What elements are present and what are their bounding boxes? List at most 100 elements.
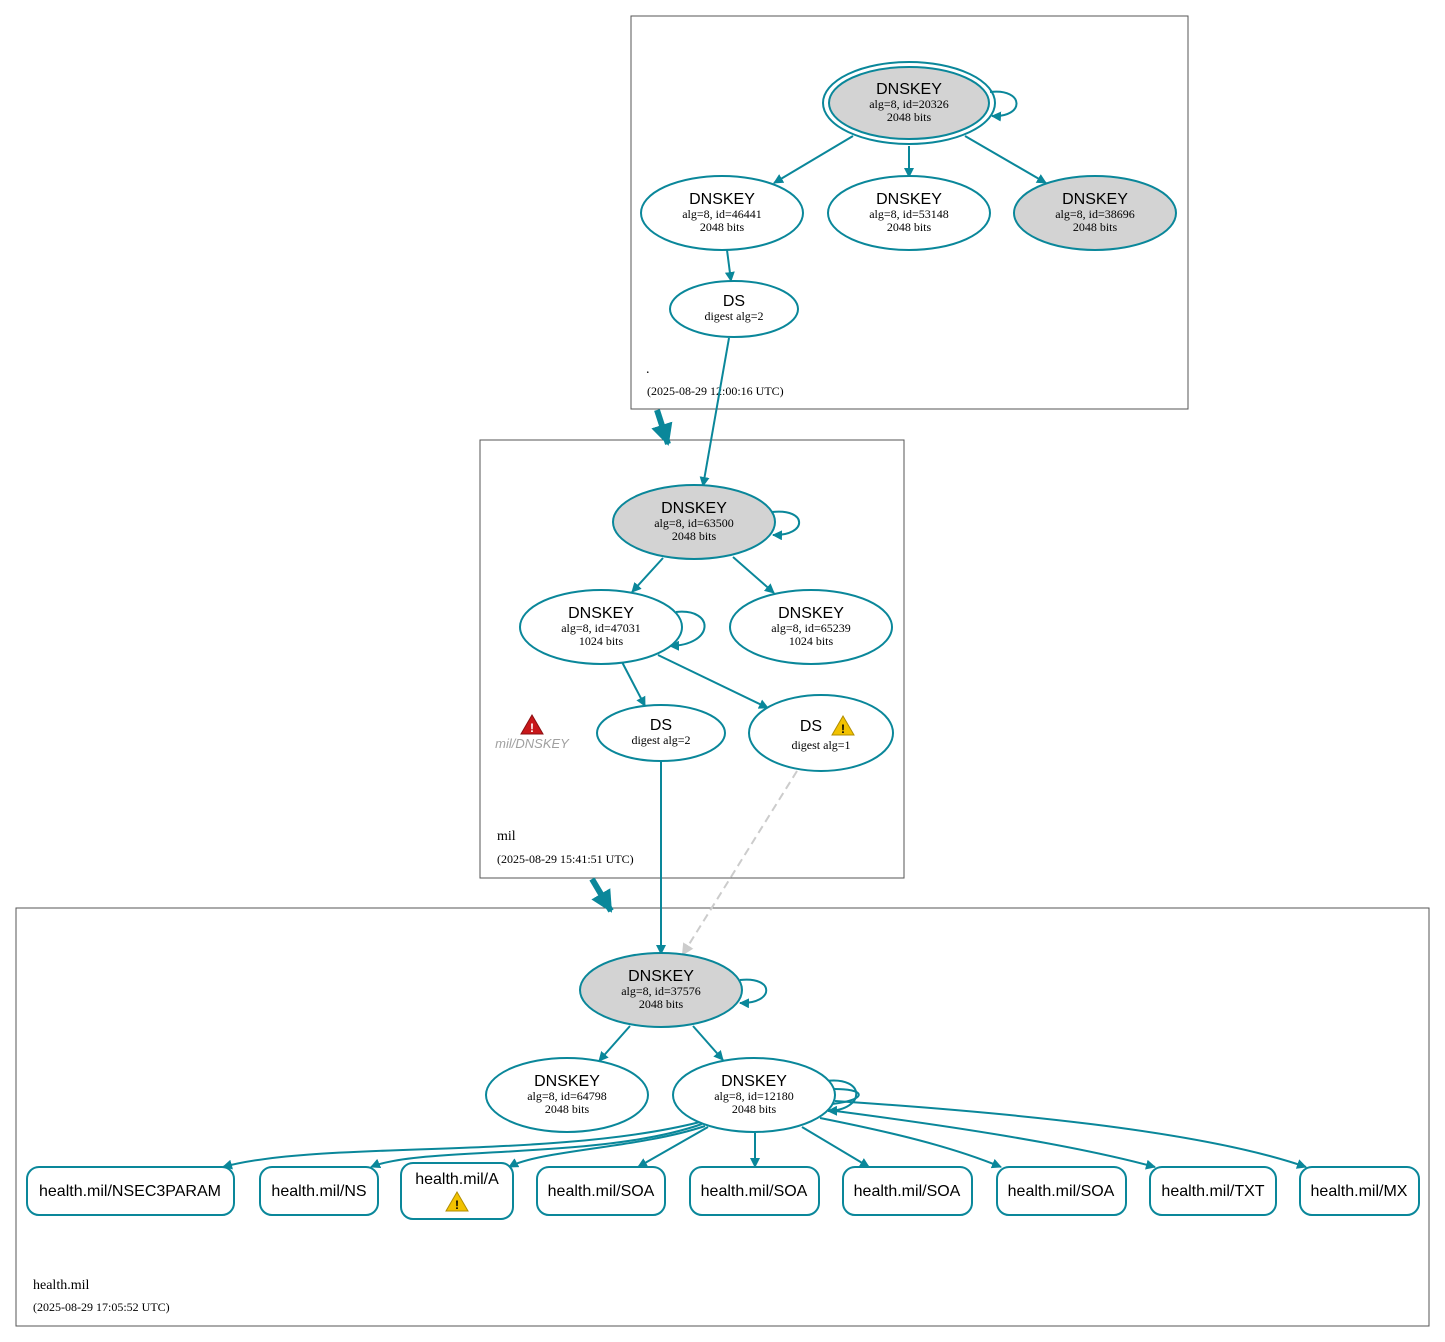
- dnskey-size: 1024 bits: [579, 634, 624, 648]
- svg-text:!: !: [530, 721, 534, 735]
- edge-self-k47031: [669, 610, 706, 651]
- dnskey-id: alg=8, id=20326: [869, 97, 949, 111]
- rrset-label: health.mil/NS: [271, 1183, 366, 1200]
- rrset-node-nsec3param[interactable]: health.mil/NSEC3PARAM: [26, 1166, 235, 1216]
- dnskey-id: alg=8, id=46441: [682, 207, 762, 221]
- warning-icon: !: [445, 1191, 469, 1212]
- rrset-label: health.mil/SOA: [1008, 1183, 1115, 1200]
- dnskey-title: DNSKEY: [689, 191, 755, 208]
- dnskey-id: alg=8, id=47031: [561, 621, 641, 635]
- dnskey-title: DNSKEY: [876, 81, 942, 98]
- error-label: mil/DNSKEY: [495, 736, 570, 751]
- zone-health-time: (2025-08-29 17:05:52 UTC): [33, 1300, 170, 1314]
- edge-k20326-k38696: [964, 135, 1047, 184]
- rrset-node-soa-4[interactable]: health.mil/SOA: [996, 1166, 1127, 1216]
- rrset-label: health.mil/SOA: [548, 1183, 655, 1200]
- dnskey-size: 2048 bits: [1073, 220, 1118, 234]
- zone-health-name: health.mil: [33, 1278, 89, 1293]
- edge-k12180-rr6: [801, 1126, 870, 1168]
- edge-self-k20326: [989, 90, 1018, 122]
- rrset-label: health.mil/SOA: [701, 1183, 808, 1200]
- edge-k47031-dsmil1: [657, 654, 769, 709]
- ds-digest: digest alg=2: [631, 733, 690, 747]
- dnskey-title: DNSKEY: [876, 191, 942, 208]
- dnskey-node-k12180[interactable]: DNSKEY alg=8, id=12180 2048 bits: [672, 1057, 836, 1133]
- delegation-arrow-mil-health: [589, 877, 614, 913]
- ds-node-root[interactable]: DS digest alg=2: [669, 280, 799, 338]
- error-mil-dnskey[interactable]: ! mil/DNSKEY: [495, 714, 570, 751]
- dnskey-size: 2048 bits: [887, 110, 932, 124]
- dnskey-node-k63500[interactable]: DNSKEY alg=8, id=63500 2048 bits: [612, 484, 776, 560]
- rrset-label: health.mil/MX: [1311, 1183, 1408, 1200]
- edge-k12180-rr8: [827, 1109, 1156, 1170]
- ds-node-mil-alg2[interactable]: DS digest alg=2: [596, 704, 726, 762]
- edge-k12180-rr2: [370, 1123, 703, 1169]
- edge-k12180-rr3: [508, 1125, 706, 1168]
- dnskey-node-k20326[interactable]: DNSKEY alg=8, id=20326 2048 bits: [822, 61, 996, 145]
- ds-title: DS: [650, 717, 672, 734]
- ds-title: DS: [723, 293, 745, 310]
- svg-text:!: !: [841, 722, 845, 736]
- edge-k12180-rr7: [819, 1117, 1002, 1169]
- dnskey-node-k47031[interactable]: DNSKEY alg=8, id=47031 1024 bits: [519, 589, 683, 665]
- dnskey-id: alg=8, id=53148: [869, 207, 949, 221]
- rrset-node-soa-1[interactable]: health.mil/SOA: [536, 1166, 666, 1216]
- dnskey-title: DNSKEY: [778, 605, 844, 622]
- dnskey-title: DNSKEY: [568, 605, 634, 622]
- edge-k63500-k65239: [732, 556, 775, 594]
- rrset-node-mx[interactable]: health.mil/MX: [1299, 1166, 1420, 1216]
- dnskey-size: 2048 bits: [700, 220, 745, 234]
- dnskey-node-k38696[interactable]: DNSKEY alg=8, id=38696 2048 bits: [1013, 175, 1177, 251]
- warning-icon: !: [831, 715, 855, 736]
- edge-k12180-rr9: [834, 1100, 1307, 1169]
- dnskey-node-k65239[interactable]: DNSKEY alg=8, id=65239 1024 bits: [729, 589, 893, 665]
- dnskey-node-k53148[interactable]: DNSKEY alg=8, id=53148 2048 bits: [827, 175, 991, 251]
- dnskey-title: DNSKEY: [534, 1073, 600, 1090]
- edge-self-k63500: [771, 510, 801, 541]
- zone-health: health.mil (2025-08-29 17:05:52 UTC): [15, 907, 1430, 1327]
- rrset-node-ns[interactable]: health.mil/NS: [259, 1166, 379, 1216]
- rrset-label: health.mil/A: [415, 1171, 499, 1188]
- zone-root-name: .: [646, 362, 650, 377]
- dnskey-node-k37576[interactable]: DNSKEY alg=8, id=37576 2048 bits: [579, 952, 743, 1028]
- dnskey-id: alg=8, id=63500: [654, 516, 734, 530]
- dnskey-title: DNSKEY: [1062, 191, 1128, 208]
- rrset-label: health.mil/SOA: [854, 1183, 961, 1200]
- zone-root-time: (2025-08-29 12:00:16 UTC): [647, 384, 784, 398]
- dnskey-size: 2048 bits: [672, 529, 717, 543]
- dnskey-node-k64798[interactable]: DNSKEY alg=8, id=64798 2048 bits: [485, 1057, 649, 1133]
- dnskey-size: 2048 bits: [732, 1102, 777, 1116]
- rrset-label: health.mil/NSEC3PARAM: [39, 1183, 221, 1200]
- edge-k12180-rr1: [222, 1121, 701, 1170]
- edge-self-k37576: [739, 978, 768, 1009]
- zone-mil-name: mil: [497, 829, 516, 844]
- edge-k37576-k12180: [692, 1025, 724, 1061]
- edge-dsroot-k63500: [699, 337, 730, 487]
- dnskey-size: 2048 bits: [639, 997, 684, 1011]
- dnskey-id: alg=8, id=12180: [714, 1089, 794, 1103]
- dnskey-node-k46441[interactable]: DNSKEY alg=8, id=46441 2048 bits: [640, 175, 804, 251]
- delegation-arrow-root-mil: [651, 409, 673, 446]
- zone-mil: mil (2025-08-29 15:41:51 UTC): [479, 439, 905, 879]
- dnskey-size: 1024 bits: [789, 634, 834, 648]
- dnskey-id: alg=8, id=65239: [771, 621, 851, 635]
- ds-title: DS: [800, 718, 822, 735]
- error-icon: !: [520, 714, 544, 735]
- edge-k20326-k46441: [773, 135, 854, 184]
- ds-digest: digest alg=2: [704, 309, 763, 323]
- dnskey-id: alg=8, id=38696: [1055, 207, 1135, 221]
- rrset-node-a[interactable]: health.mil/A !: [400, 1162, 514, 1220]
- edge-k46441-dsroot: [724, 249, 735, 282]
- rrset-node-txt[interactable]: health.mil/TXT: [1149, 1166, 1277, 1216]
- rrset-node-soa-2[interactable]: health.mil/SOA: [689, 1166, 820, 1216]
- edge-self-k12180-b: [829, 1087, 860, 1105]
- edge-k37576-k64798: [598, 1025, 631, 1062]
- edge-k12180-rr4: [637, 1126, 709, 1168]
- ds-node-mil-alg1[interactable]: DS ! digest alg=1: [748, 694, 894, 772]
- edges: [222, 90, 1307, 1170]
- svg-text:!: !: [455, 1198, 459, 1212]
- dnskey-id: alg=8, id=37576: [621, 984, 701, 998]
- rrset-node-soa-3[interactable]: health.mil/SOA: [842, 1166, 973, 1216]
- edge-k47031-dsmil2: [621, 661, 646, 707]
